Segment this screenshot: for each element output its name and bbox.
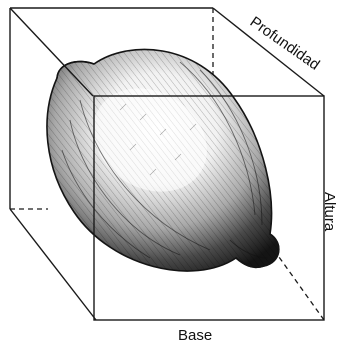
width-label: Base bbox=[178, 327, 212, 344]
bottom-left-depth-edge bbox=[10, 209, 96, 320]
height-label: Altura bbox=[321, 192, 338, 232]
back-depth-edge bbox=[274, 250, 324, 320]
lemon-illustration bbox=[30, 40, 290, 280]
top-left-depth-edge bbox=[10, 8, 93, 96]
